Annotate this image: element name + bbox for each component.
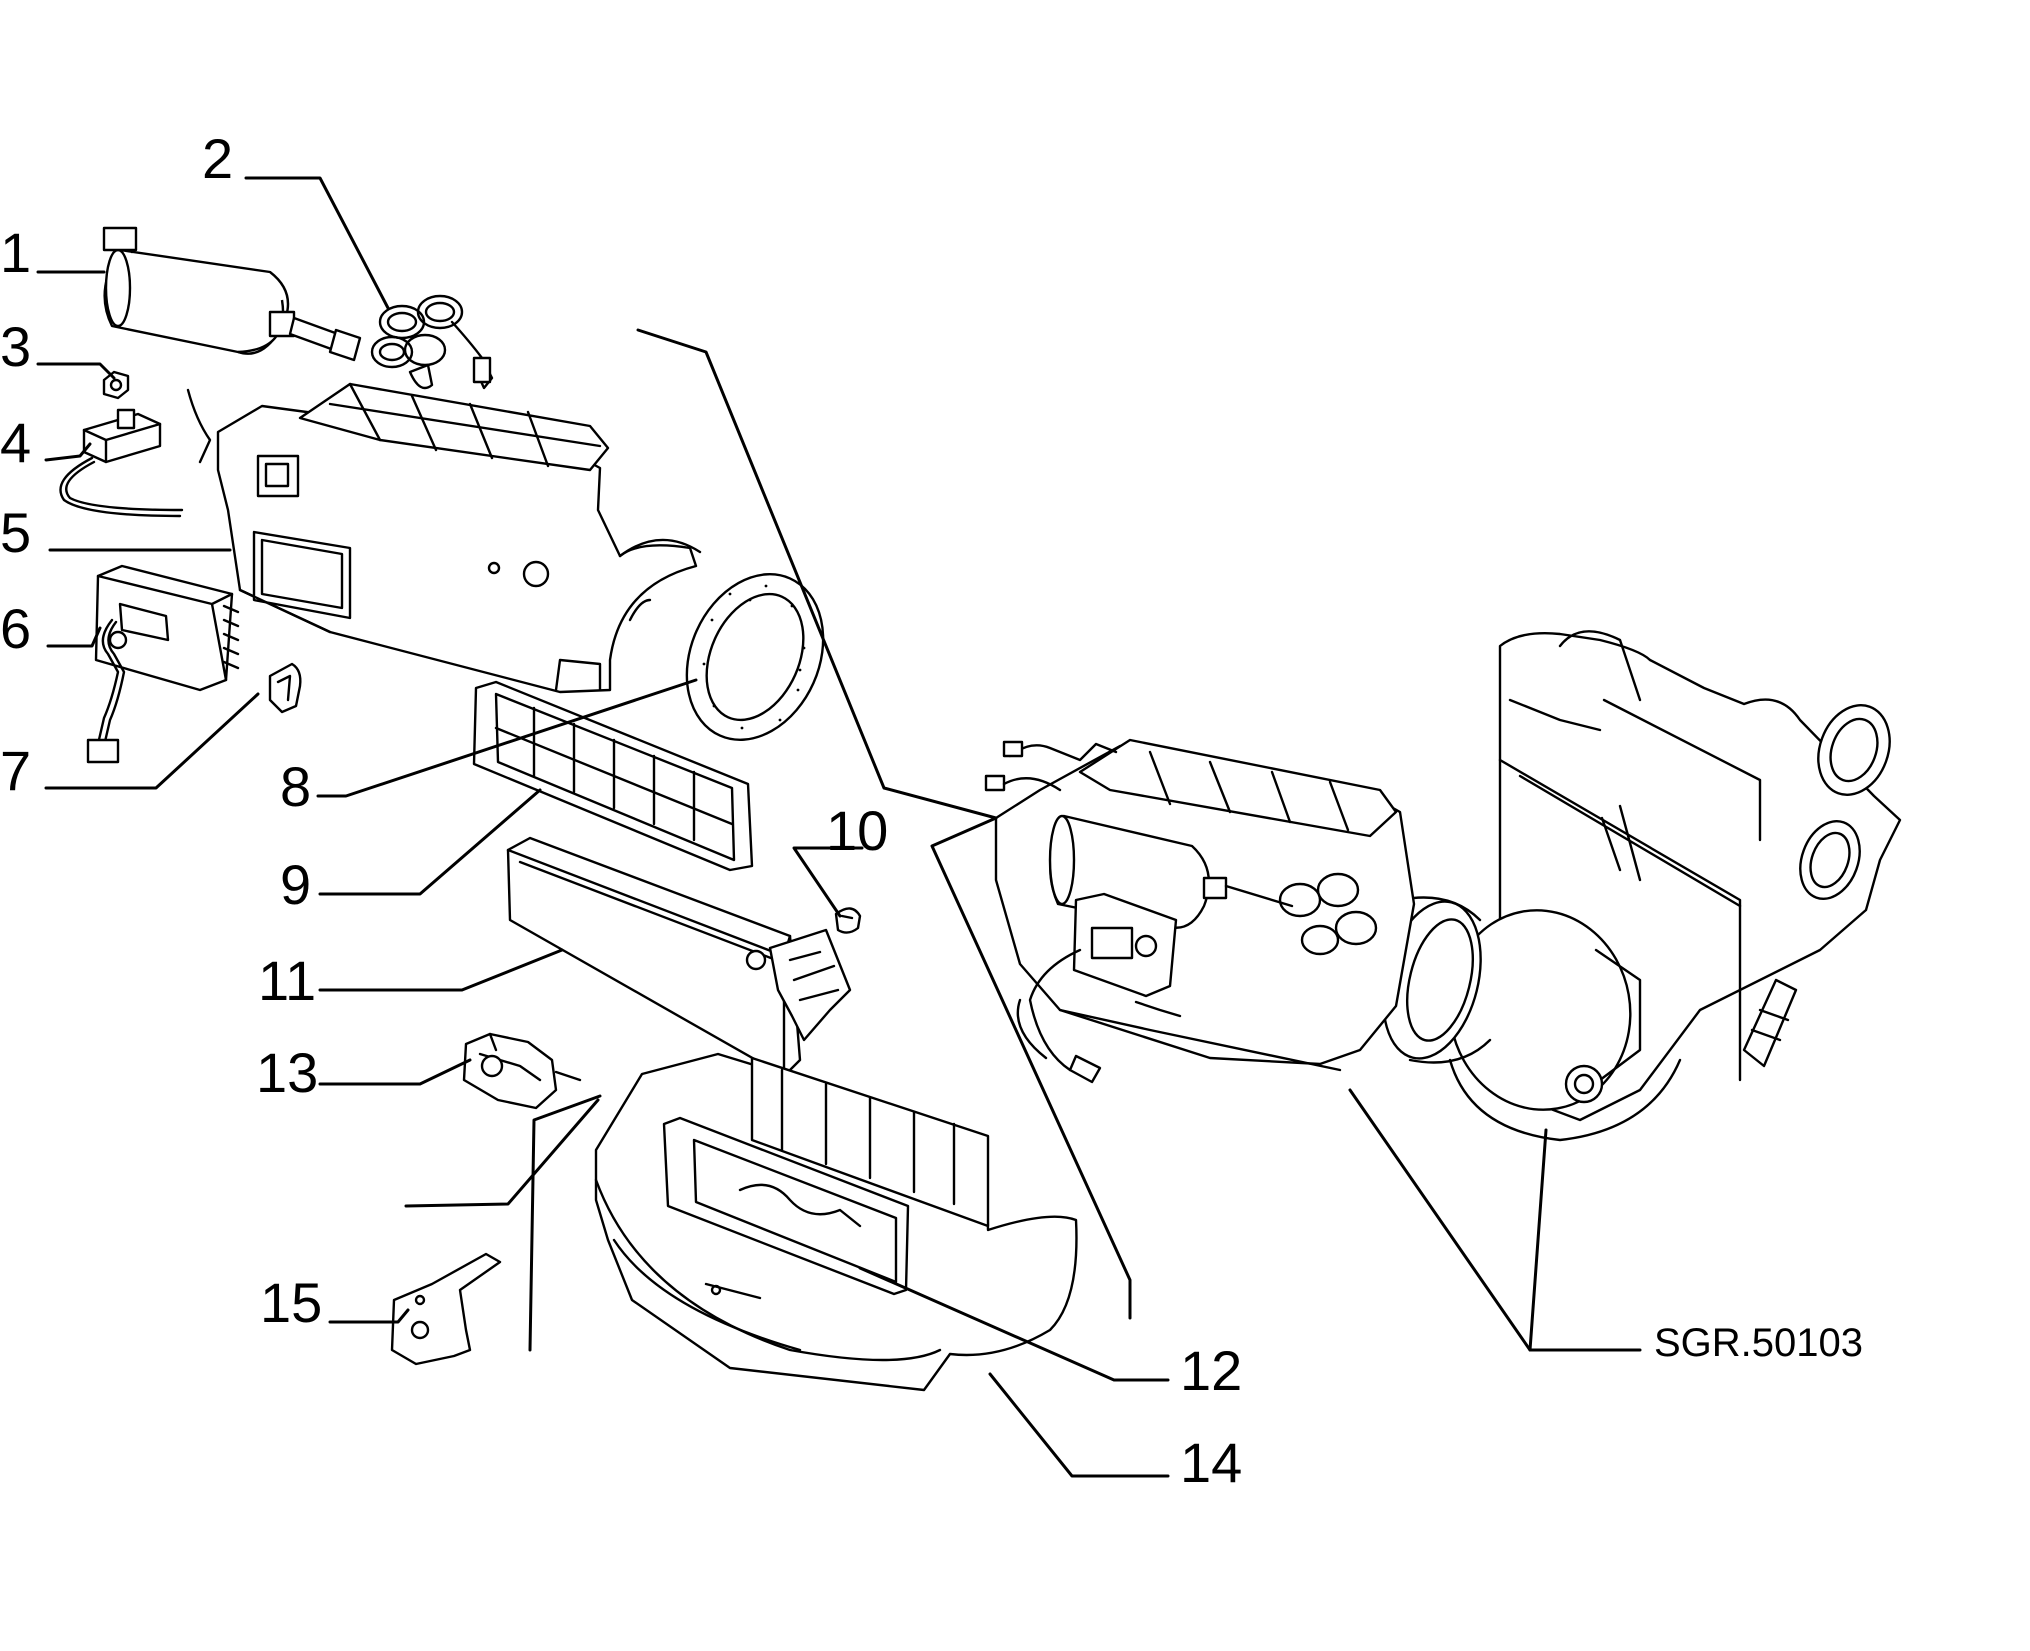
part-8-gasket-ring [685,573,825,741]
callout-10: 10 [826,799,888,862]
callout-12: 12 [1180,1339,1242,1402]
part-7-clip [268,662,302,714]
callout-1: 1 [0,221,31,284]
callout-2: 2 [202,127,233,190]
callout-5: 5 [0,501,31,564]
part-6-resistor-board [86,564,240,764]
part-3-nut [102,370,130,400]
part-1-dryer-cylinder [102,226,362,362]
part-11-evaporator-core [506,836,852,1078]
part-2-seal-rings [370,294,494,390]
callout-13: 13 [256,1041,318,1104]
part-5-upper-housing [216,382,702,694]
callout-8: 8 [280,755,311,818]
callout-9: 9 [280,853,311,916]
part-15-bracket [390,1252,502,1366]
callout-3: 3 [0,315,31,378]
assembled-ac-unit [984,630,1902,1142]
callout-11: 11 [258,949,316,1012]
part-4-thermostat [59,388,212,518]
callout-4: 4 [0,411,31,474]
callout-7: 7 [0,739,31,802]
callout-15: 15 [260,1271,322,1334]
leader-lines [36,176,1642,1478]
callout-14: 14 [1180,1431,1242,1494]
part-13-actuator-motor [462,1032,582,1110]
drawing-code: SGR.50103 [1654,1321,1863,1365]
part-12-flap-door [662,1116,910,1296]
callout-6: 6 [0,597,31,660]
part-10-small-clip [834,907,862,934]
